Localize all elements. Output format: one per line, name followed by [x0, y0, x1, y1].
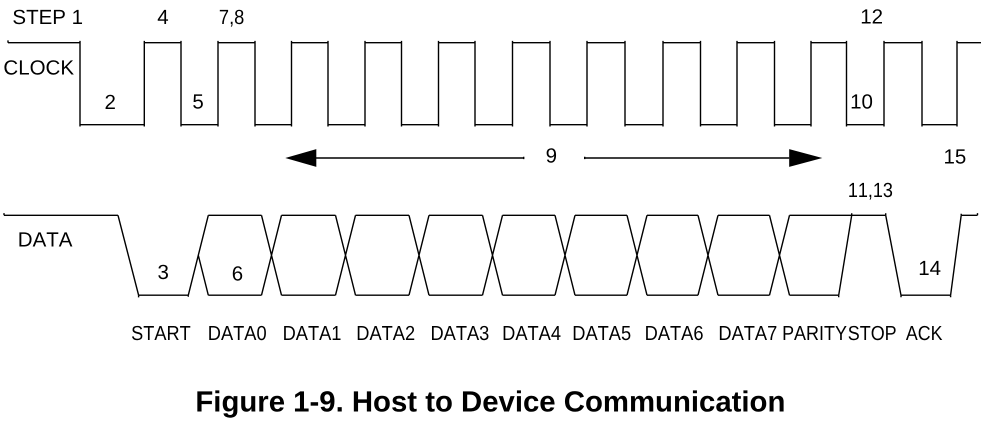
- svg-text:12: 12: [860, 5, 883, 28]
- svg-text:4: 4: [157, 6, 168, 29]
- svg-text:DATA0: DATA0: [208, 323, 267, 345]
- svg-text:11,13: 11,13: [848, 179, 893, 202]
- svg-text:9: 9: [546, 145, 557, 168]
- svg-text:DATA6: DATA6: [645, 323, 704, 345]
- svg-text:START: START: [131, 323, 191, 345]
- svg-text:DATA7: DATA7: [718, 323, 777, 345]
- svg-text:7,8: 7,8: [219, 6, 244, 29]
- svg-text:PARITY: PARITY: [782, 323, 847, 345]
- svg-text:STOP: STOP: [848, 323, 897, 345]
- svg-text:CLOCK: CLOCK: [3, 57, 74, 80]
- svg-text:DATA: DATA: [18, 229, 73, 252]
- svg-text:DATA3: DATA3: [430, 323, 489, 345]
- svg-text:2: 2: [104, 91, 115, 114]
- svg-text:5: 5: [192, 91, 203, 114]
- svg-text:DATA4: DATA4: [502, 323, 561, 345]
- svg-text:STEP 1: STEP 1: [12, 6, 83, 29]
- svg-text:10: 10: [850, 91, 873, 114]
- svg-text:3: 3: [157, 261, 168, 284]
- svg-text:DATA1: DATA1: [283, 323, 342, 345]
- svg-text:DATA2: DATA2: [356, 323, 415, 345]
- svg-text:ACK: ACK: [906, 323, 943, 345]
- svg-text:6: 6: [232, 263, 243, 286]
- svg-text:Figure 1-9. Host to Device Com: Figure 1-9. Host to Device Communication: [195, 387, 785, 419]
- svg-text:15: 15: [943, 146, 966, 169]
- svg-text:DATA5: DATA5: [572, 323, 631, 345]
- svg-text:14: 14: [918, 257, 941, 280]
